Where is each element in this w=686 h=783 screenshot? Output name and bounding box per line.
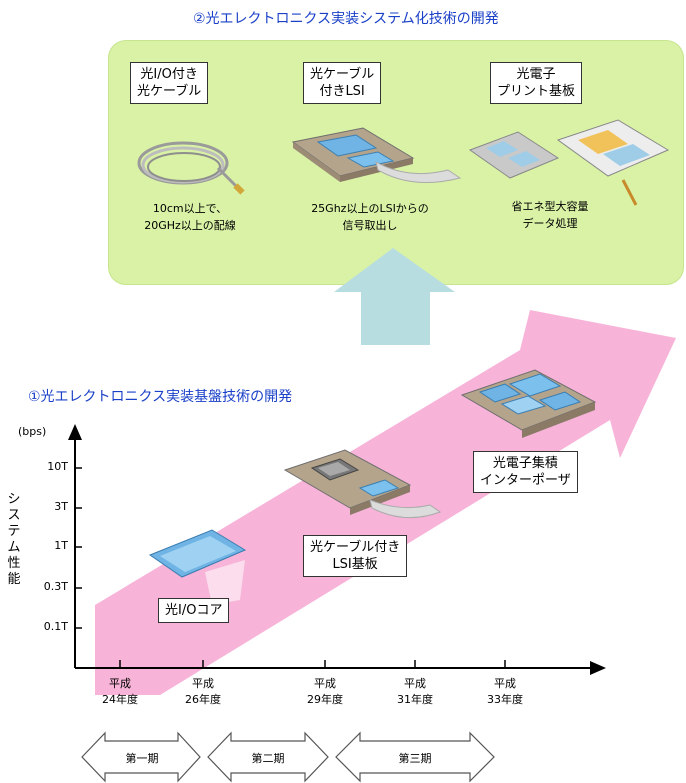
label-line: プリント基板 (497, 84, 576, 99)
x-tick-label: 平成 31年度 (385, 676, 445, 708)
interposer-illustration (460, 369, 597, 438)
x-axis-arrowhead (590, 661, 606, 675)
io-core-label: 光I/Oコア (158, 598, 230, 623)
y-tick-label: 10T (47, 460, 68, 473)
progress-arrow (95, 310, 676, 695)
x-tick-label: 平成 33年度 (475, 676, 535, 708)
y-tick-label: 3T (54, 500, 68, 513)
label-line: 光I/O付き (140, 67, 198, 82)
label-line: 光電子集積 (492, 456, 558, 471)
caption-line: 省エネ型大容量 (511, 200, 589, 213)
interposer-label: 光電子集積 インターポーザ (473, 451, 578, 493)
x-tick-year: 24年度 (102, 693, 138, 706)
lsi-board-illustration (283, 449, 442, 519)
x-tick-year: 31年度 (397, 693, 433, 706)
phase-3-arrow (335, 731, 495, 783)
pcb-caption: 省エネ型大容量 データ処理 (480, 198, 620, 232)
caption-line: データ処理 (522, 217, 578, 230)
lsi-cable-illustration (291, 127, 462, 183)
pcb-illustration (468, 119, 670, 206)
x-tick-marks (119, 660, 506, 668)
x-tick-year: 26年度 (185, 693, 221, 706)
upward-arrow (334, 248, 455, 345)
y-tick-label: 0.1T (43, 620, 68, 633)
x-tick-era: 平成 (109, 677, 131, 690)
y-tick-label: 0.3T (43, 580, 68, 593)
y-axis-arrowhead (68, 424, 82, 440)
label-line: 光ケーブル (137, 84, 202, 99)
x-tick-era: 平成 (314, 677, 336, 690)
caption-line: 25Ghz以上のLSIからの (311, 202, 429, 215)
y-axis-label: システム性能 (7, 492, 21, 587)
optical-cable-caption: 10cm以上で、 20GHz以上の配線 (130, 200, 250, 234)
y-tick-label: 1T (54, 539, 68, 552)
lsi-cable-label: 光ケーブル 付きLSI (303, 62, 382, 104)
optical-cable-label: 光I/O付き 光ケーブル (130, 62, 209, 104)
optical-cable-illustration (137, 141, 245, 195)
caption-line: 信号取出し (342, 219, 398, 232)
lsi-board-label: 光ケーブル付き LSI基板 (303, 535, 408, 577)
phase-1-label: 第一期 (125, 752, 159, 765)
x-tick-era: 平成 (404, 677, 426, 690)
label-line: 光ケーブル (310, 67, 375, 82)
label-line: 光ケーブル付き (310, 540, 401, 555)
phase-1-arrow (81, 731, 201, 783)
lsi-cable-caption: 25Ghz以上のLSIからの 信号取出し (290, 200, 450, 234)
x-tick-label: 平成 29年度 (295, 676, 355, 708)
top-illustrations (137, 119, 670, 206)
label-line: インターポーザ (480, 473, 571, 488)
phase-arrows (81, 731, 495, 783)
label-line: LSI基板 (332, 557, 378, 572)
top-section-title: ②光エレクトロニクス実装システム化技術の開発 (193, 11, 499, 27)
x-tick-label: 平成 26年度 (173, 676, 233, 708)
x-tick-era: 平成 (192, 677, 214, 690)
io-core-illustration (148, 529, 247, 605)
y-axis-unit: (bps) (18, 425, 47, 438)
x-tick-year: 29年度 (307, 693, 343, 706)
caption-line: 20GHz以上の配線 (144, 219, 236, 232)
phase-2-label: 第二期 (251, 752, 285, 765)
pcb-label: 光電子 プリント基板 (490, 62, 583, 104)
label-line: 付きLSI (319, 84, 365, 99)
x-tick-label: 平成 24年度 (90, 676, 150, 708)
y-tick-marks (75, 467, 82, 629)
phase-2-arrow (207, 731, 329, 783)
bottom-section-title: ①光エレクトロニクス実装基盤技術の開発 (28, 389, 293, 405)
phase-3-label: 第三期 (398, 752, 432, 765)
x-tick-year: 33年度 (487, 693, 523, 706)
x-tick-era: 平成 (494, 677, 516, 690)
caption-line: 10cm以上で、 (152, 202, 228, 215)
label-line: 光電子 (516, 67, 556, 82)
